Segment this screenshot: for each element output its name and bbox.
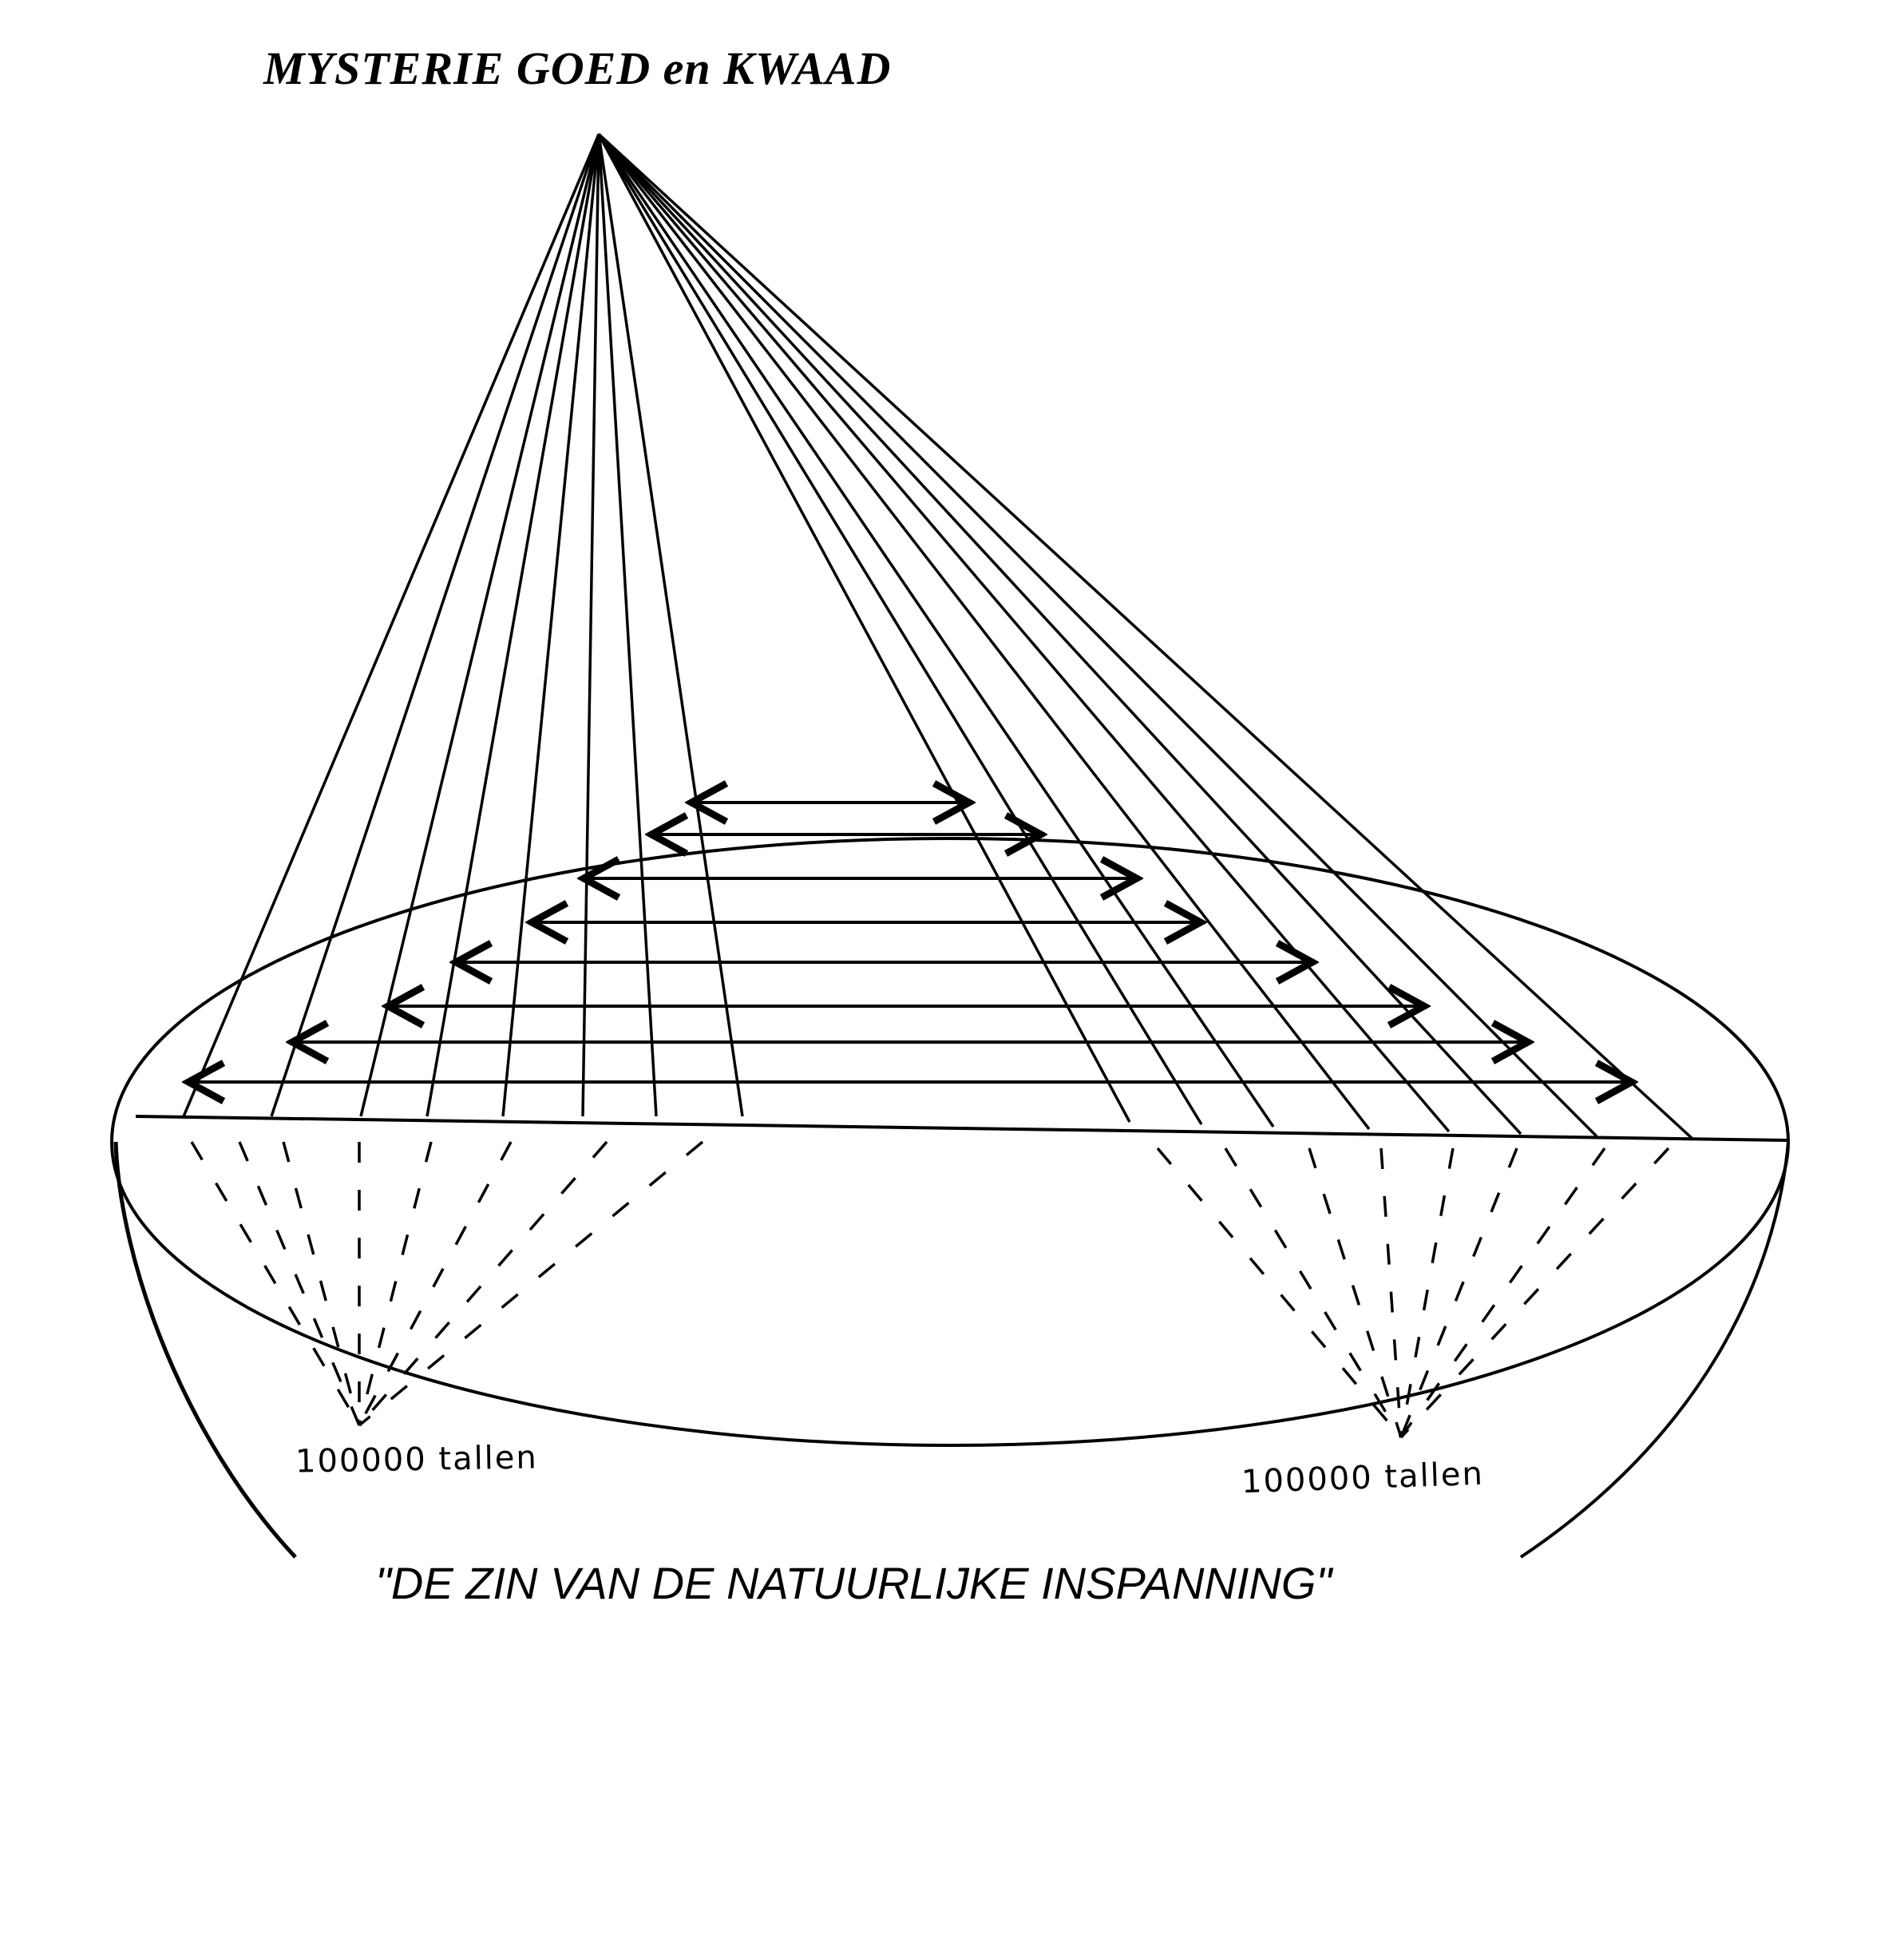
cone-ray [597, 133, 1131, 1123]
dashed-line [190, 1141, 361, 1426]
cone-ray [597, 133, 1451, 1133]
cone-ray [182, 133, 600, 1117]
dashed-line [282, 1141, 361, 1426]
cone-ray [597, 133, 1371, 1131]
cone-ray [597, 133, 658, 1117]
cone-ray [597, 133, 1275, 1128]
cone-ray [597, 133, 744, 1117]
cone-ray [597, 133, 1522, 1136]
rays-group [182, 133, 1694, 1140]
dashed-line [358, 1140, 704, 1427]
dashed-line [1380, 1147, 1403, 1438]
left-count-label: 100000 tallen [295, 1439, 539, 1480]
cone-ray [359, 133, 600, 1117]
dashed-line [238, 1141, 361, 1426]
dashed-line [358, 1141, 433, 1426]
dashed-line [1399, 1147, 1606, 1439]
dashed-line [1399, 1147, 1518, 1438]
base-line [135, 1115, 1789, 1142]
diagram-subtitle: "DE ZIN VAN DE NATUURLIJKE INSPANNING" [375, 1558, 1332, 1608]
dashed-line [1156, 1147, 1403, 1439]
cone-ray [270, 133, 600, 1117]
disc-ellipse [110, 837, 1790, 1447]
dashed-line [1308, 1147, 1403, 1438]
cone-ray [597, 133, 1598, 1138]
cone-ray [597, 133, 1694, 1140]
dashed-line [1224, 1147, 1403, 1438]
cone-ray [426, 133, 600, 1117]
dashes-group [190, 1140, 1670, 1439]
dashed-line [358, 1141, 513, 1426]
dashed-line [358, 1140, 608, 1427]
bowl-outline [113, 1141, 297, 1559]
arrows-group [192, 803, 1629, 1082]
dashed-line [1399, 1147, 1670, 1439]
cone-ray [597, 133, 1203, 1125]
diagram-title: MYSTERIE GOED en KWAAD [263, 42, 892, 94]
dashed-line [1399, 1147, 1455, 1438]
bowl-outline-right [1519, 1141, 1790, 1559]
